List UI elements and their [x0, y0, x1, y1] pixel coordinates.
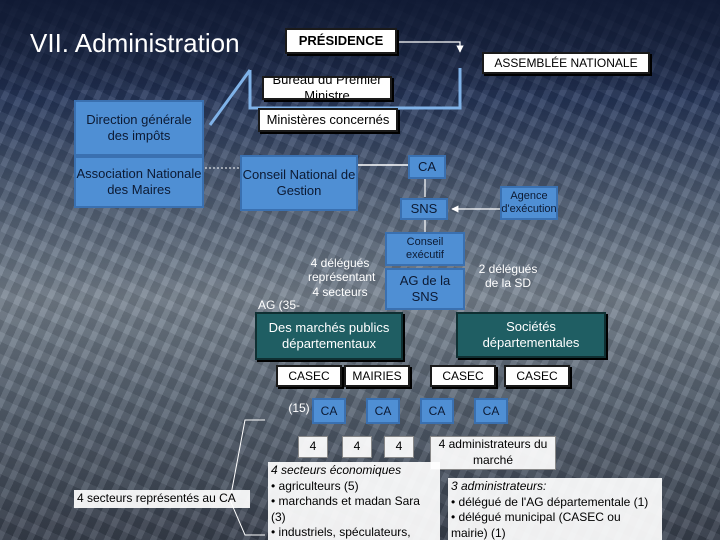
quatre-delegues-label: 4 délégués représentant 4 secteurs [308, 256, 376, 299]
sns-box: SNS [400, 198, 448, 220]
count-15-label: (15) [288, 401, 310, 415]
admins-item: • délégué municipal (CASEC ou mairie) (1… [451, 510, 621, 540]
secteurs-title: 4 secteurs économiques [271, 463, 402, 477]
secteurs-item: • industriels, spéculateurs, grossistes … [271, 525, 411, 540]
page-title: VII. Administration [30, 28, 240, 58]
ag-sns-box: AG de la SNS [385, 268, 465, 310]
four-2-box: 4 [342, 436, 372, 458]
bureau-premier-ministre-box: Bureau du Premier Ministre [262, 76, 392, 100]
four-1-box: 4 [298, 436, 328, 458]
societes-departementales-box: Sociétés départementales [456, 312, 606, 358]
association-maires-box: Association Nationale des Maires [74, 156, 204, 208]
conseil-national-box: Conseil National de Gestion [240, 155, 358, 211]
assemblee-nationale-box: ASSEMBLÉE NATIONALE [482, 52, 650, 74]
marches-publics-box: Des marchés publics départementaux [255, 312, 403, 360]
admins-note: 3 administrateurs: • délégué de l'AG dép… [448, 478, 662, 540]
ca-3-box: CA [420, 398, 454, 424]
secteurs-item: • agriculteurs (5) [271, 478, 359, 493]
ministeres-box: Ministères concernés [258, 108, 398, 132]
ca-1-box: CA [312, 398, 346, 424]
presidence-box: PRÉSIDENCE [285, 28, 397, 54]
agence-execution-box: Agence d'exécution [500, 186, 558, 220]
ca-4-box: CA [474, 398, 508, 424]
admin-marche-box: 4 administrateurs du marché [430, 436, 556, 470]
admins-item: • délégué de l'AG départementale (1) [451, 494, 649, 509]
conseil-executif-box: Conseil exécutif [385, 232, 465, 266]
left-brace [229, 419, 265, 536]
secteurs-note: 4 secteurs économiques • agriculteurs (5… [268, 462, 440, 540]
ca-top-box: CA [408, 155, 446, 179]
left-side-connector [208, 69, 252, 126]
casec-mid-box: CASEC [430, 365, 496, 387]
four-3-box: 4 [384, 436, 414, 458]
mairies-box: MAIRIES [344, 365, 410, 387]
presidence-to-assemblee-arrow [396, 41, 464, 53]
ca-2-box: CA [366, 398, 400, 424]
left-caption: 4 secteurs représentés au CA [74, 490, 250, 508]
direction-impots-box: Direction générale des impôts [74, 100, 204, 156]
secteurs-item: • marchands et madan Sara (3) [271, 494, 420, 524]
casec-right-box: CASEC [504, 365, 570, 387]
deux-delegues-label: 2 délégués de la SD [478, 262, 538, 291]
admins-title: 3 administrateurs: [451, 479, 547, 493]
casec-left-box: CASEC [276, 365, 342, 387]
